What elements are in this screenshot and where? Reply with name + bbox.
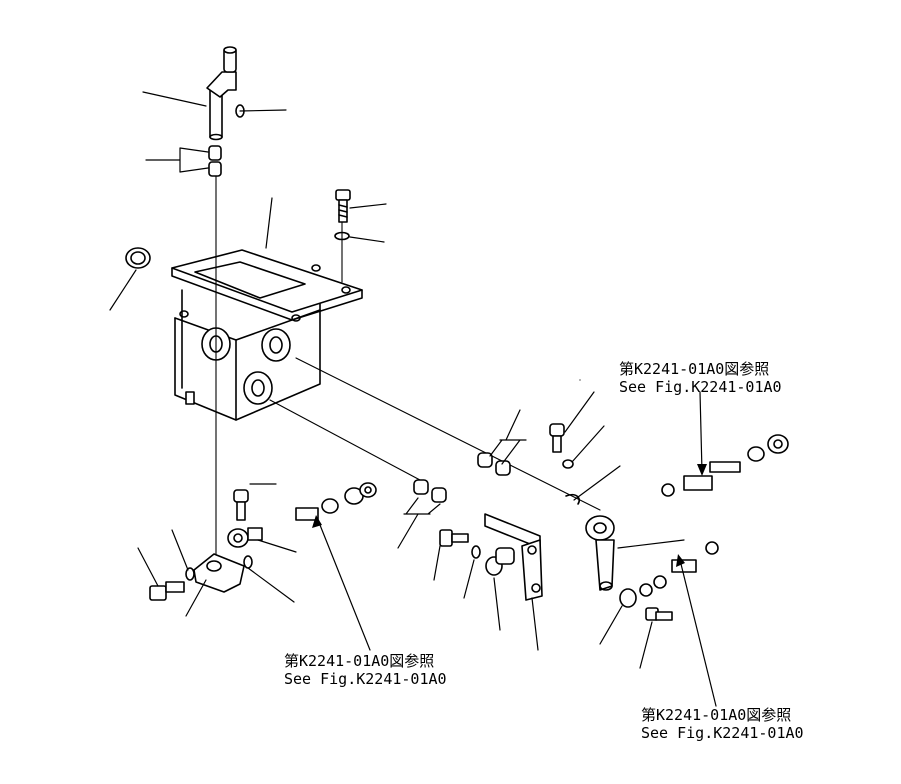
snap-ring bbox=[565, 493, 581, 505]
bolt-center bbox=[439, 529, 469, 547]
figure-reference-right: 第K2241-01A0図参照 See Fig.K2241-01A0 bbox=[619, 360, 782, 396]
bracket-lower bbox=[193, 553, 245, 593]
turnbuckle-left bbox=[295, 482, 377, 521]
figure-reference-bottom-right: 第K2241-01A0図参照 See Fig.K2241-01A0 bbox=[641, 706, 804, 742]
turnbuckle-right bbox=[661, 434, 789, 497]
bolt-left-upper bbox=[233, 489, 249, 521]
inner-lever bbox=[484, 513, 543, 601]
reference-ja: 第K2241-01A0図参照 bbox=[641, 706, 792, 724]
bushing-pair-lower bbox=[413, 479, 447, 503]
washer-center bbox=[471, 545, 481, 559]
control-lever bbox=[206, 46, 237, 141]
reference-en: See Fig.K2241-01A0 bbox=[619, 378, 782, 396]
housing bbox=[171, 249, 363, 421]
reference-ja: 第K2241-01A0図参照 bbox=[284, 652, 435, 670]
bolt-lower-left bbox=[149, 581, 185, 601]
center-lines bbox=[215, 175, 601, 556]
bolt-top bbox=[335, 189, 351, 223]
rod-end-lever bbox=[585, 515, 615, 591]
reference-ja: 第K2241-01A0図参照 bbox=[619, 360, 770, 378]
bushing-pair-center bbox=[477, 452, 511, 476]
linkage-right-lower bbox=[619, 541, 719, 621]
figure-reference-center: 第K2241-01A0図参照 See Fig.K2241-01A0 bbox=[284, 652, 447, 688]
leader-lines bbox=[109, 91, 717, 707]
rod-end-left bbox=[227, 527, 263, 548]
bushing-pair bbox=[208, 145, 222, 177]
reference-en: See Fig.K2241-01A0 bbox=[641, 724, 804, 742]
washer-lower-left bbox=[185, 567, 195, 581]
washer-lower-right bbox=[243, 555, 253, 569]
reference-en: See Fig.K2241-01A0 bbox=[284, 670, 447, 688]
washer-right bbox=[562, 459, 574, 469]
arrowheads bbox=[312, 464, 707, 567]
collar bbox=[485, 547, 515, 576]
bolt-right-top bbox=[549, 423, 565, 453]
seal-ring bbox=[125, 247, 151, 269]
